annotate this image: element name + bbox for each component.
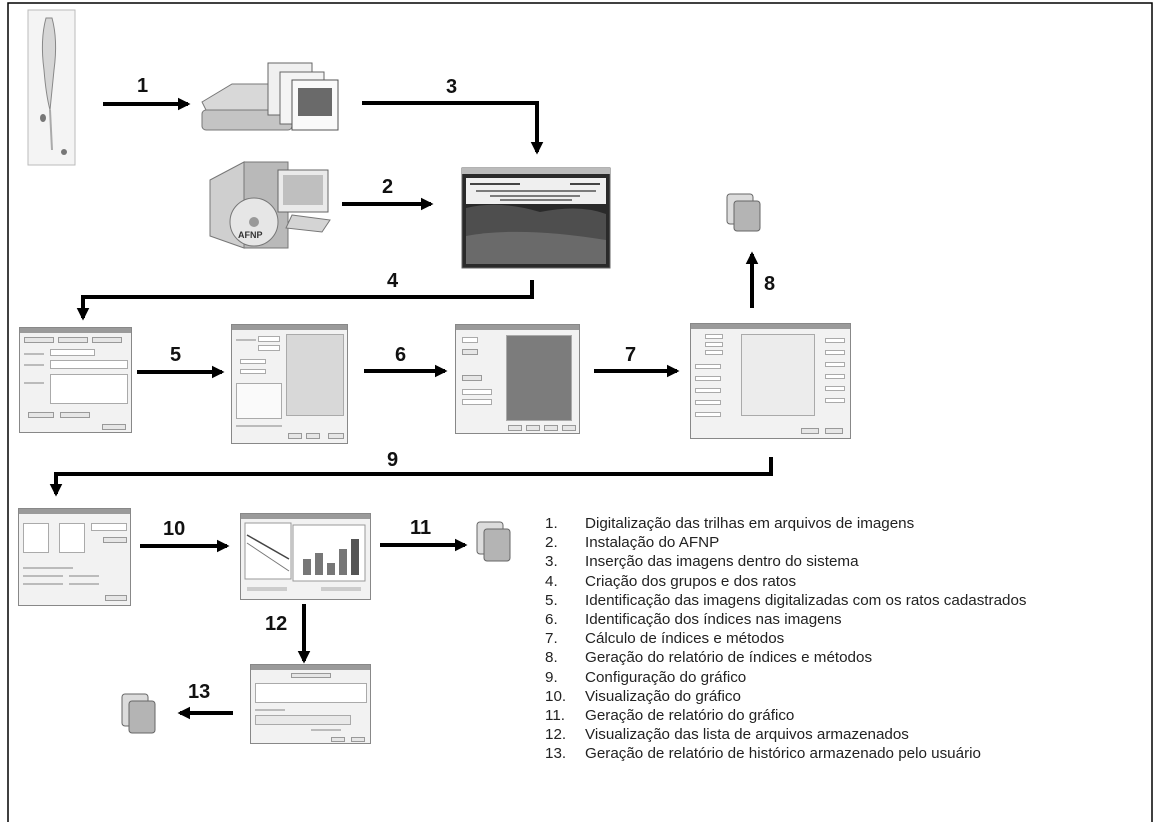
legend-item: 5.Identificação das imagens digitalizada… [545, 591, 1027, 609]
legend-item: 10.Visualização do gráfico [545, 687, 741, 705]
legend-item: 13.Geração de relatório de histórico arm… [545, 745, 981, 763]
legend-item: 6.Identificação dos índices nas imagens [545, 610, 842, 628]
step-label-8: 8 [764, 273, 776, 295]
graph-preview [244, 522, 366, 591]
legend-item: 11.Geração de relatório do gráfico [545, 706, 795, 724]
index-calculation-screenshot [690, 323, 851, 439]
step-label-2: 2 [382, 176, 394, 198]
legend-item: 12.Visualização das lista de arquivos ar… [545, 726, 909, 744]
step-label-11: 11 [410, 517, 432, 539]
steps-legend: 1.Digitalização das trilhas em arquivos … [545, 514, 1027, 763]
step-label-6: 6 [395, 344, 407, 366]
report-icon-13 [121, 693, 156, 734]
scanner-image [201, 62, 339, 131]
step-label-1: 1 [137, 75, 149, 97]
legend-item: 1.Digitalização das trilhas em arquivos … [545, 515, 915, 532]
step-label-7: 7 [625, 344, 637, 366]
afnp-box-label: AFNP [238, 230, 263, 240]
step-label-4: 4 [387, 270, 399, 292]
step-label-9: 9 [387, 449, 399, 471]
legend-item: 4.Criação dos grupos e dos ratos [545, 572, 797, 590]
rat-footprint-image [27, 9, 76, 166]
legend-item: 3.Inserção das imagens dentro do sistema [545, 553, 859, 571]
legend-item: 2.Instalação do AFNP [545, 534, 720, 552]
outer-border [7, 2, 1153, 822]
image-identification-screenshot [231, 324, 348, 444]
afnp-software-image [209, 161, 331, 249]
arrow-3 [362, 101, 544, 155]
legend-item: 7.Cálculo de índices e métodos [545, 630, 785, 648]
arrow-4 [76, 280, 534, 321]
report-icon-8 [726, 193, 761, 232]
report-icon-11 [476, 521, 511, 562]
graph-configuration-screenshot [18, 508, 131, 606]
arrow-9 [49, 457, 773, 497]
groups-window-screenshot [19, 327, 132, 433]
step-label-13: 13 [188, 681, 211, 703]
stored-files-screenshot [250, 664, 371, 744]
step-label-12: 12 [265, 613, 288, 635]
step-label-3: 3 [446, 76, 458, 98]
step-label-10: 10 [163, 518, 186, 540]
step-label-5: 5 [170, 344, 182, 366]
legend-item: 8.Geração do relatório de índices e méto… [545, 649, 873, 667]
graph-view-screenshot [240, 513, 371, 600]
afnp-welcome-screenshot [461, 167, 611, 269]
legend-item: 9.Configuração do gráfico [545, 668, 747, 686]
footprint-index-screenshot [455, 324, 580, 434]
